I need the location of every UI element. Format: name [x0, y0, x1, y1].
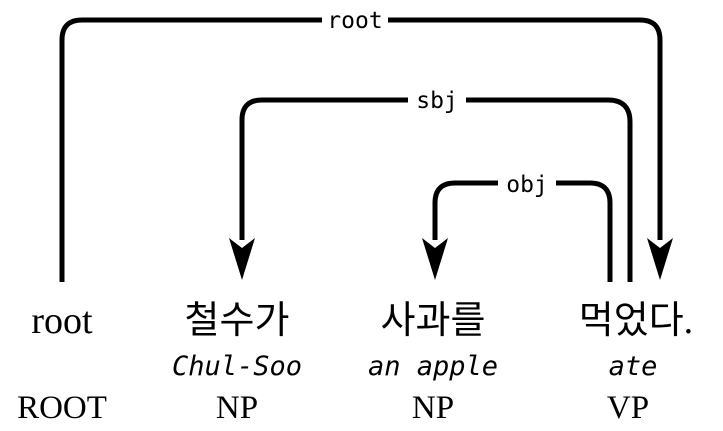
token-gloss-sagwa: an apple [368, 351, 498, 382]
arc-root-arrowhead [647, 238, 673, 280]
arc-obj-label-bg [498, 170, 556, 198]
arc-root-label: root [327, 8, 382, 34]
token-pos-root: ROOT [17, 390, 107, 426]
arc-obj: obj [422, 170, 613, 282]
arc-sbj: sbj [229, 86, 633, 282]
token-word-root: root [31, 300, 93, 342]
arc-root: root [59, 6, 673, 282]
token-pos-sagwa: NP [412, 390, 454, 426]
token-word-meogeotda: 먹었다. [579, 300, 693, 342]
arc-sbj-arrowhead [229, 238, 255, 280]
arc-obj-label: obj [506, 172, 548, 198]
token-word-sagwa: 사과를 [381, 300, 486, 342]
token-pos-cheolsu: NP [216, 390, 258, 426]
arc-root-line [59, 17, 663, 282]
token-gloss-meogeotda: ate [609, 351, 658, 382]
arc-sbj-label: sbj [416, 88, 458, 114]
arc-sbj-label-bg [408, 86, 466, 114]
arc-root-label-bg [322, 6, 388, 34]
token-pos-meogeotda: VP [607, 390, 649, 426]
arc-obj-arrowhead [422, 238, 448, 280]
token-word-cheolsu: 철수가 [185, 300, 290, 342]
token-gloss-cheolsu: Chul-Soo [172, 351, 302, 382]
